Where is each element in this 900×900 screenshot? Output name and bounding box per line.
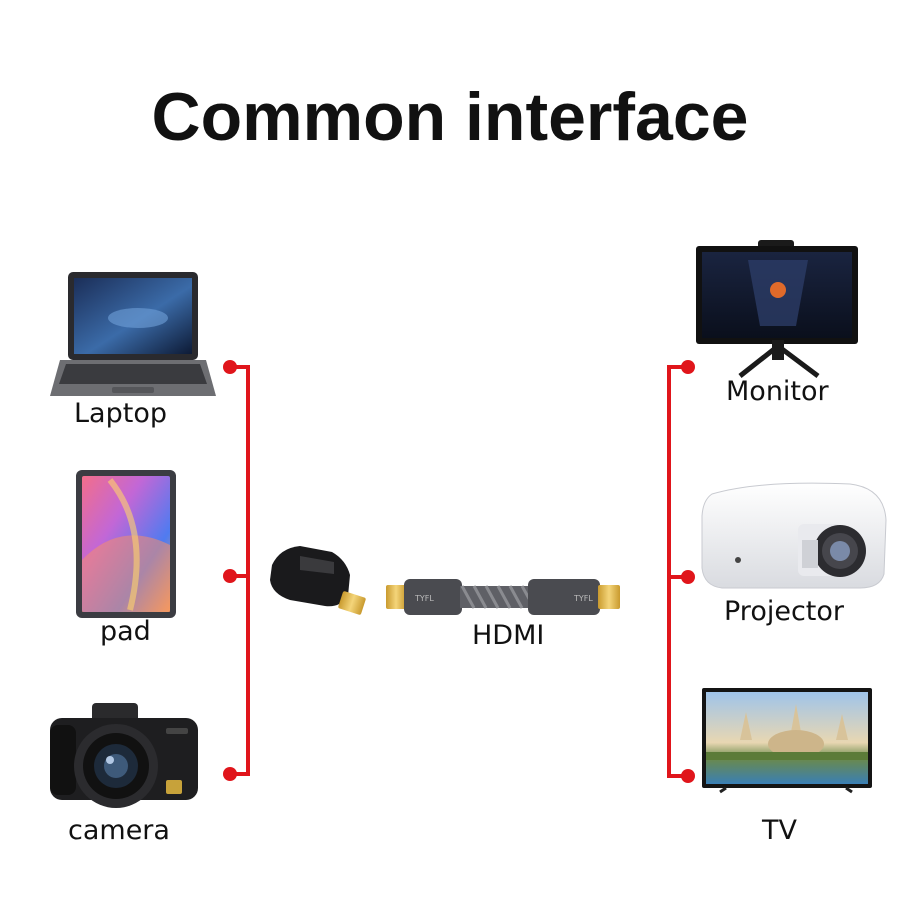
- micro-hdmi-adapter-icon: [270, 546, 366, 615]
- monitor-icon: [696, 240, 858, 378]
- hdmi-cable-icon: TYFL TYFL: [386, 579, 620, 615]
- camera-icon: [50, 703, 198, 808]
- source-label-laptop: Laptop: [74, 398, 167, 429]
- target-label-tv: TV: [762, 815, 797, 846]
- target-connector-bracket: [667, 360, 695, 783]
- cable-label-hdmi: HDMI: [472, 620, 545, 651]
- laptop-icon: [50, 272, 216, 396]
- projector-icon: [701, 482, 887, 589]
- target-label-monitor: Monitor: [726, 376, 829, 407]
- source-label-camera: camera: [68, 815, 170, 846]
- cable-print-left: TYFL: [414, 594, 434, 603]
- source-connector-bracket: [223, 360, 250, 781]
- cable-print-right: TYFL: [573, 594, 593, 603]
- source-label-pad: pad: [100, 616, 151, 647]
- tablet-icon: [76, 470, 176, 618]
- target-label-projector: Projector: [724, 596, 844, 627]
- tv-icon: [702, 688, 872, 794]
- page-title: Common interface: [151, 79, 749, 155]
